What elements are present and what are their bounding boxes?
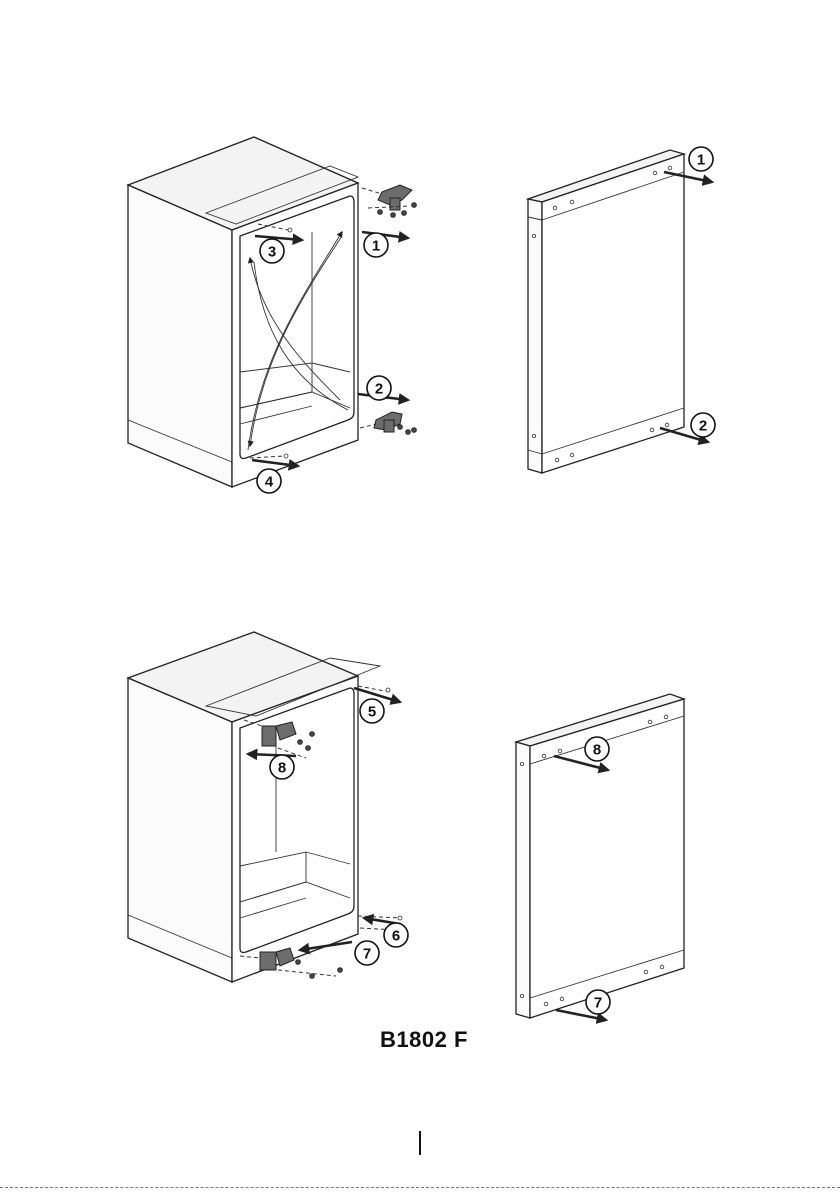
top-hinge — [362, 185, 417, 218]
step-callout-door-1: 1 — [689, 147, 713, 171]
step-callout-4: 4 — [257, 469, 281, 493]
svg-text:2: 2 — [375, 381, 383, 398]
svg-text:4: 4 — [265, 474, 274, 491]
step-callout-3: 3 — [260, 239, 284, 263]
screw-icon — [338, 968, 343, 973]
svg-text:1: 1 — [372, 238, 380, 255]
step-callout-door-8: 8 — [585, 737, 609, 761]
model-label: B1802 F — [380, 1027, 468, 1053]
screw-icon — [412, 428, 417, 433]
svg-text:2: 2 — [699, 418, 707, 435]
footer-cut-line — [0, 1187, 840, 1188]
svg-text:3: 3 — [268, 244, 276, 261]
svg-text:6: 6 — [392, 928, 400, 945]
screw-icon — [310, 974, 315, 979]
svg-text:8: 8 — [278, 760, 286, 777]
svg-text:5: 5 — [368, 704, 376, 721]
door-top-view — [528, 150, 684, 473]
screw-icon — [310, 732, 315, 737]
step-callout-door-2: 2 — [691, 413, 715, 437]
screw-icon — [398, 425, 403, 430]
svg-text:8: 8 — [593, 742, 601, 759]
step-callout-2: 2 — [367, 376, 391, 400]
step-callout-8: 8 — [270, 755, 294, 779]
svg-text:1: 1 — [697, 152, 705, 169]
screw-icon — [298, 740, 303, 745]
bottom-hinge — [360, 412, 417, 435]
screw-icon — [306, 746, 311, 751]
screw-icon — [378, 210, 383, 215]
step-callout-door-7: 7 — [586, 990, 610, 1014]
step-callout-7: 7 — [355, 941, 379, 965]
screw-icon — [412, 203, 417, 208]
svg-text:7: 7 — [363, 946, 371, 963]
screw-icon — [402, 211, 407, 216]
step-callout-5: 5 — [360, 699, 384, 723]
screw-icon — [391, 213, 396, 218]
page-number-divider — [419, 1131, 421, 1155]
step-callout-1: 1 — [364, 233, 388, 257]
cabinet-bottom-view — [128, 632, 402, 982]
step-callout-6: 6 — [384, 923, 408, 947]
screw-icon — [296, 960, 301, 965]
svg-text:7: 7 — [594, 995, 602, 1012]
cabinet-top-view — [128, 137, 417, 487]
screw-icon — [406, 430, 411, 435]
